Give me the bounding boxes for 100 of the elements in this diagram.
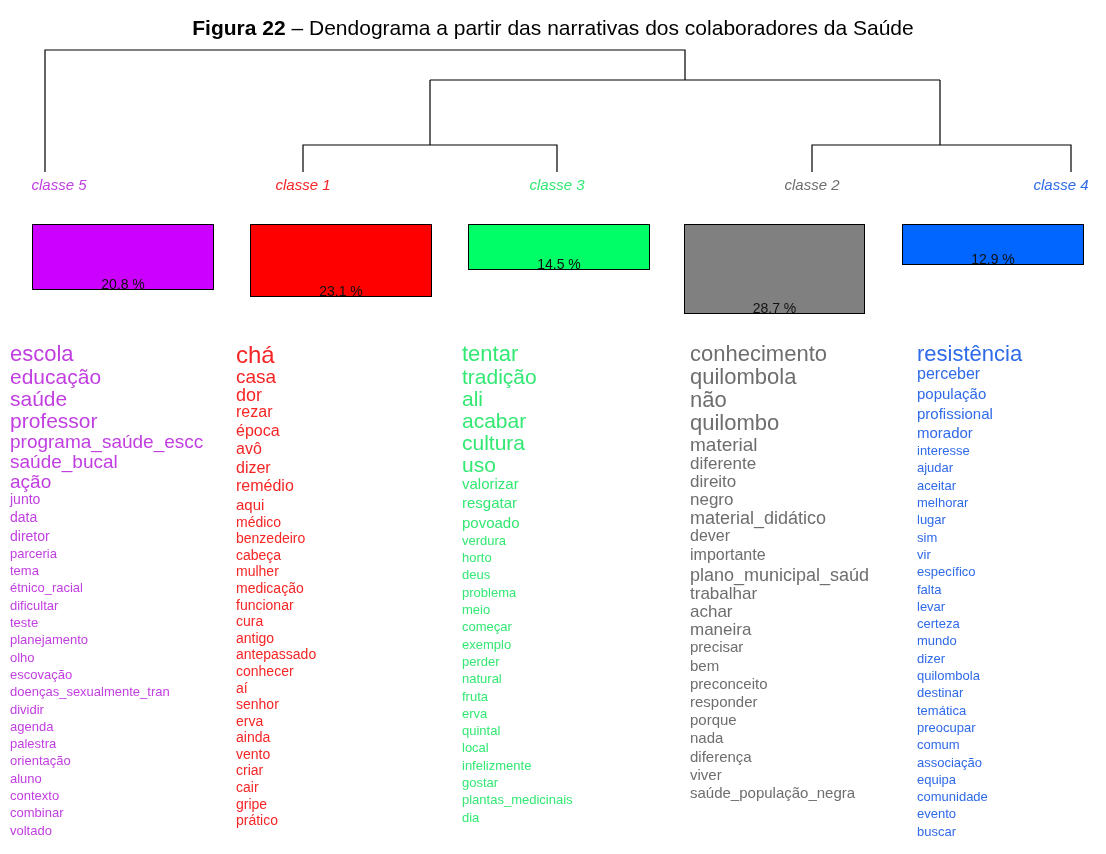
word-label: palestra — [10, 737, 58, 751]
class-label: classe 5 — [31, 176, 87, 193]
word-label: dia — [462, 810, 481, 824]
word-label: falta — [917, 582, 943, 596]
word-label: cura — [236, 614, 265, 629]
word-label: material_didático — [690, 509, 828, 527]
percentage-bar — [902, 224, 1084, 265]
word-label: melhorar — [917, 496, 970, 510]
word-label: quintal — [462, 724, 502, 738]
word-label: rezar — [236, 404, 274, 420]
word-label: medicação — [236, 580, 305, 595]
word-label: exemplo — [462, 637, 513, 651]
word-label: criar — [236, 763, 265, 778]
word-label: quilombo — [690, 412, 781, 434]
word-label: perceber — [917, 366, 982, 382]
word-label: funcionar — [236, 597, 295, 612]
percentage-bar — [32, 224, 214, 290]
word-label: perder — [462, 654, 501, 668]
word-label: resgatar — [462, 495, 519, 511]
word-label: conhecimento — [690, 343, 828, 365]
word-label: vento — [236, 746, 272, 761]
percentage-label: 28.7 % — [751, 300, 798, 316]
word-label: dividir — [10, 702, 45, 716]
word-label: diferença — [690, 748, 753, 764]
word-label: gostar — [462, 776, 500, 790]
word-label: conhecer — [236, 663, 295, 678]
word-label: plantas_medicinais — [462, 793, 573, 807]
word-label: gripe — [236, 796, 269, 811]
word-label: vir — [917, 547, 932, 561]
word-label: tema — [10, 564, 40, 578]
word-label: junto — [10, 492, 41, 506]
word-label: certeza — [917, 617, 961, 631]
word-label: agenda — [10, 719, 55, 733]
word-label: aí — [236, 680, 249, 695]
word-label: mundo — [917, 634, 958, 648]
word-label: cabeça — [236, 547, 283, 562]
word-label: aqui — [236, 496, 266, 512]
word-label: aceitar — [917, 478, 958, 492]
word-label: dizer — [236, 459, 272, 476]
word-label: avô — [236, 441, 263, 458]
word-label: deus — [462, 568, 492, 582]
word-label: remédio — [236, 478, 295, 495]
word-label: negro — [690, 491, 735, 508]
word-label: prático — [236, 813, 280, 828]
word-label: precisar — [690, 639, 745, 655]
class-label: classe 4 — [1033, 176, 1089, 193]
word-label: erva — [236, 713, 265, 728]
word-label: verdura — [462, 533, 508, 547]
word-label: bem — [690, 657, 721, 673]
percentage-label: 23.1 % — [318, 283, 364, 299]
word-label: programa_saúde_escc — [10, 432, 204, 451]
word-label: horto — [462, 551, 493, 565]
word-label: porque — [690, 712, 738, 728]
class-label: classe 3 — [529, 176, 585, 193]
word-label: antepassado — [236, 647, 317, 662]
word-label: saúde_bucal — [10, 452, 118, 471]
word-label: fruta — [462, 689, 489, 703]
word-label: combinar — [10, 806, 65, 820]
word-label: profissional — [917, 405, 994, 421]
word-label: orientação — [10, 754, 72, 768]
word-label: comunidade — [917, 790, 989, 804]
word-label: benzedeiro — [236, 531, 307, 546]
word-label: uso — [462, 454, 497, 475]
word-label: voltado — [10, 823, 53, 837]
class-label: classe 1 — [275, 176, 331, 193]
word-label: problema — [462, 585, 518, 599]
word-label: médico — [236, 514, 283, 529]
word-label: erva — [462, 706, 489, 720]
word-label: ali — [462, 388, 483, 409]
word-label: interesse — [917, 444, 971, 458]
word-label: data — [10, 510, 39, 525]
word-label: parceria — [10, 546, 58, 560]
word-label: evento — [917, 807, 958, 821]
word-label: contexto — [10, 789, 61, 803]
word-label: quilombola — [917, 669, 981, 683]
word-label: lugar — [917, 513, 947, 527]
word-label: plano_municipal_saúd — [690, 566, 870, 585]
word-label: preocupar — [917, 720, 977, 734]
word-label: achar — [690, 603, 734, 621]
word-label: natural — [462, 672, 503, 686]
word-label: comum — [917, 738, 961, 752]
word-label: escola — [10, 343, 75, 365]
word-label: chá — [236, 343, 276, 367]
word-label: tradição — [462, 366, 538, 387]
word-label: olho — [10, 650, 36, 664]
word-label: preconceito — [690, 675, 769, 691]
word-label: associação — [917, 755, 984, 769]
figure-title: Figura 22 – Dendograma a partir das narrativas dos colaboradores da Saúde — [191, 16, 915, 40]
word-label: infelizmente — [462, 758, 533, 772]
word-label: ainda — [236, 730, 272, 745]
word-label: étnico_racial — [10, 581, 84, 595]
word-label: ajudar — [917, 461, 955, 475]
percentage-bar — [684, 224, 865, 314]
word-label: dor — [236, 386, 263, 404]
word-label: direito — [690, 473, 738, 490]
word-label: casa — [236, 367, 278, 386]
word-label: meio — [462, 603, 492, 617]
word-label: mulher — [236, 564, 280, 579]
word-label: saúde — [10, 388, 68, 409]
word-label: diretor — [10, 528, 51, 543]
